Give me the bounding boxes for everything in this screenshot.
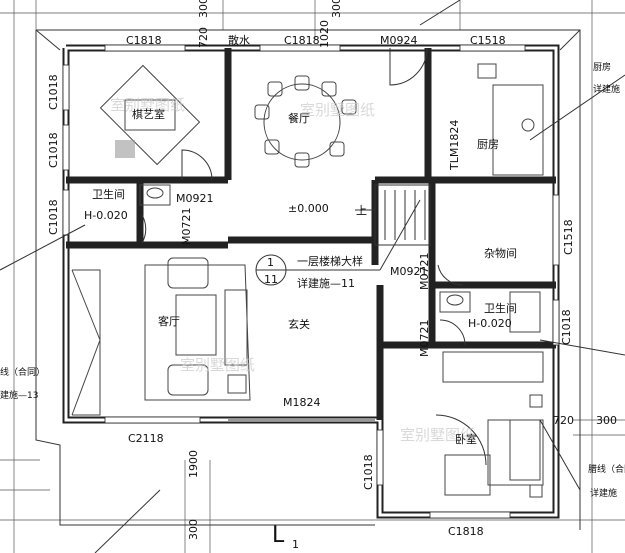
bath2-level: H-0.020: [468, 317, 512, 330]
window-c1018-right: C1018: [560, 309, 573, 345]
watermark-2: 室别墅图纸: [300, 101, 375, 119]
watermark-1: 室别墅图纸: [110, 96, 185, 114]
window-c1818-top-left: C1818: [126, 34, 162, 47]
furniture: [71, 63, 544, 498]
dim-1020: 1020: [318, 20, 331, 48]
window-c1818-top-mid: C1818: [284, 34, 320, 47]
stair-callout-title: 一层楼梯大样: [297, 254, 363, 268]
door-m0721-b: M0721: [418, 253, 431, 291]
dim-720-top: 720: [197, 27, 210, 48]
apron-outline: [35, 29, 581, 530]
door-m0721-c: M0721: [418, 320, 431, 358]
stair-callout-ref: 详建施—11: [297, 276, 355, 290]
dim-300-right: 300: [596, 414, 617, 427]
room-label-kitchen: 厨房: [477, 138, 499, 151]
callout-right-line: 腊线（合同: [588, 463, 625, 475]
room-label-bedroom: 卧室: [455, 432, 477, 446]
window-c1018-left-2: C1018: [47, 132, 60, 168]
window-c1018-left-3: C1018: [47, 199, 60, 235]
room-label-bath2: 卫生间: [484, 301, 517, 315]
door-m1824: M1824: [283, 396, 321, 409]
callout-left-line: 线（合同）: [0, 366, 45, 378]
doors: [141, 47, 487, 466]
callout-kitchen-1: 厨房: [593, 61, 611, 73]
window-c1518-top: C1518: [470, 34, 506, 47]
dim-300-top: 300: [197, 0, 210, 18]
dim-720-right: 720: [553, 414, 574, 427]
callout-kitchen-2: 详建施: [593, 83, 620, 95]
watermark-3: 室别墅图纸: [180, 356, 255, 374]
windows: [62, 44, 560, 519]
door-m0924: M0924: [380, 34, 418, 47]
room-label-foyer: 玄关: [288, 317, 310, 331]
window-c1518-right: C1518: [562, 219, 575, 255]
door-m0721-a: M0721: [180, 208, 193, 246]
staircase: [355, 184, 431, 246]
exterior-walls: [62, 44, 560, 519]
floor-level-label: ±0.000: [288, 202, 329, 215]
room-label-tea: 棋艺室: [132, 107, 165, 121]
room-label-storage: 杂物间: [484, 246, 517, 260]
door-tlm1824: TLM1824: [448, 120, 461, 171]
door-m0921-a: M0921: [176, 192, 214, 205]
stair-callout-number: 1: [267, 256, 274, 269]
watermark-4: 室别墅图纸: [400, 426, 475, 444]
door-m0921-b: M0921: [390, 265, 428, 278]
room-label-dining: 餐厅: [288, 111, 310, 125]
apron-label: 散水: [228, 33, 250, 47]
room-label-bath1: 卫生间: [92, 187, 125, 201]
dim-300-bottom: 300: [187, 519, 200, 540]
dim-1900: 1900: [187, 450, 200, 478]
section-mark-sub: 1: [292, 538, 299, 551]
window-c1018-bottom-mid: C1018: [362, 454, 375, 490]
window-c2118: C2118: [128, 432, 164, 445]
stair-detail-callout: [255, 199, 421, 286]
room-label-living: 客厅: [158, 314, 180, 328]
bath1-level: H-0.020: [84, 209, 128, 222]
callout-right-ref: 详建施: [590, 487, 617, 499]
callout-left-ref: 建施—13: [0, 389, 38, 401]
section-mark-letter: L: [272, 523, 285, 548]
stair-callout-sheet: 11: [264, 273, 278, 286]
window-c1818-bottom: C1818: [448, 525, 484, 538]
dim-300-top-2: 300: [330, 0, 343, 18]
window-c1018-left-1: C1018: [47, 74, 60, 110]
stair-up-label: 上: [356, 204, 367, 217]
